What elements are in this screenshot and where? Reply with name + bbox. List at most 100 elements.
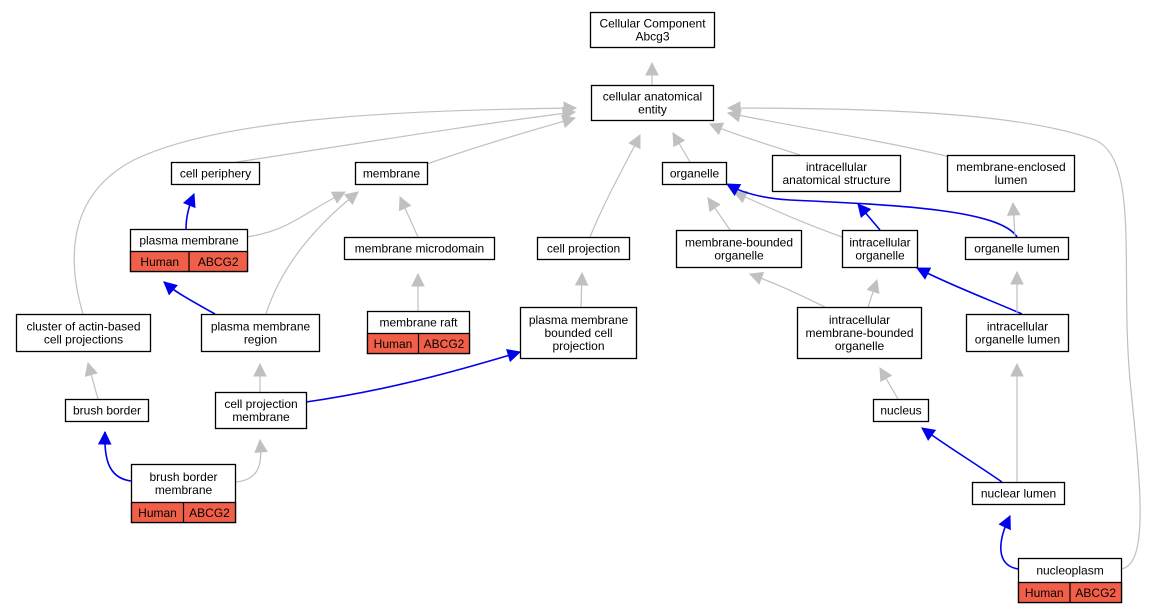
node-label: cell projection bbox=[547, 242, 620, 256]
node-box bbox=[170, 161, 261, 186]
edge-bbm-to-cpm bbox=[234, 438, 268, 483]
node-cellproj[interactable]: cell projection bbox=[536, 236, 631, 261]
node-label: Abcg3 bbox=[635, 30, 669, 44]
node-label: membrane raft bbox=[379, 316, 458, 330]
edge-cellproj-to-cae bbox=[589, 134, 641, 238]
node-box bbox=[964, 236, 1070, 261]
node-nucleus[interactable]: nucleus bbox=[872, 398, 930, 423]
edge-organelle-to-cae bbox=[672, 132, 691, 163]
annotation-species: Human bbox=[1025, 586, 1064, 600]
node-label: cluster of actin-based bbox=[26, 320, 140, 334]
node-label: membrane bbox=[232, 410, 290, 424]
node-box bbox=[589, 11, 716, 49]
node-box bbox=[214, 391, 308, 430]
edge-nuclumen-to-nucleus bbox=[921, 427, 1003, 483]
node-label: projection bbox=[552, 339, 604, 353]
node-label: plasma membrane bbox=[529, 313, 629, 327]
node-label: brush border bbox=[149, 470, 217, 484]
node-label: organelle bbox=[855, 249, 905, 263]
edge-imbo-to-membound bbox=[748, 271, 826, 308]
node-label: intracellular bbox=[806, 160, 867, 174]
node-label: intracellular bbox=[987, 320, 1048, 334]
edge-orglumen-to-memenclumen bbox=[1006, 201, 1021, 238]
node-label: cell projection bbox=[224, 397, 297, 411]
node-box bbox=[675, 229, 803, 269]
edge-nucleoplasm-to-nuclumen bbox=[998, 514, 1019, 570]
edge-plasmamem-to-membrane bbox=[246, 191, 346, 238]
node-box bbox=[872, 398, 930, 423]
edges-layer bbox=[73, 61, 1141, 570]
edge-intraorglumen-to-orglumen bbox=[1010, 270, 1024, 314]
edge-plasmamem-to-cellperiph bbox=[182, 192, 196, 230]
edge-memenclumen-to-cae bbox=[726, 108, 951, 158]
annotation-species: Human bbox=[138, 506, 177, 520]
node-orglumen[interactable]: organelle lumen bbox=[964, 236, 1070, 261]
edge-memmicro-to-membrane bbox=[398, 195, 419, 238]
edge-nucleus-to-imbo bbox=[879, 367, 899, 400]
annotation-gene: ABCG2 bbox=[424, 337, 465, 351]
node-box bbox=[64, 398, 150, 423]
edge-intraorg-to-organelle bbox=[732, 190, 843, 238]
edge-cellperiph-to-cae bbox=[236, 106, 577, 163]
node-label: membrane-bounded bbox=[805, 326, 913, 340]
node-brushborder[interactable]: brush border bbox=[64, 398, 150, 423]
node-organelle[interactable]: organelle bbox=[661, 161, 728, 186]
edge-orglumen-to-organelle bbox=[726, 183, 1018, 238]
node-label: cell periphery bbox=[180, 167, 251, 181]
edge-brushborder-to-actin bbox=[84, 361, 99, 400]
edge-cpm-to-pmbcp bbox=[305, 349, 522, 403]
annotation-gene: ABCG2 bbox=[189, 506, 230, 520]
node-label: lumen bbox=[995, 173, 1028, 187]
node-box bbox=[946, 154, 1076, 193]
edge-actin-to-cae bbox=[73, 101, 578, 315]
node-label: Cellular Component bbox=[599, 17, 706, 31]
annotation-species: Human bbox=[140, 255, 179, 269]
node-label: membrane bbox=[363, 167, 421, 181]
edge-intraorg-to-intraanat bbox=[857, 203, 881, 231]
edge-nucleoplasm-to-cae bbox=[726, 101, 1141, 570]
node-label: organelle bbox=[835, 339, 885, 353]
edge-nuclumen-to-intraorglumen bbox=[1010, 362, 1024, 482]
annotation-gene: ABCG2 bbox=[198, 255, 239, 269]
node-label: intracellular bbox=[829, 313, 890, 327]
node-box bbox=[661, 161, 728, 186]
node-nuclumen[interactable]: nuclear lumen bbox=[971, 481, 1066, 506]
edge-membound-to-organelle bbox=[707, 197, 731, 231]
node-label: anatomical structure bbox=[782, 173, 890, 187]
node-cellperiph[interactable]: cell periphery bbox=[170, 161, 261, 186]
node-memmicro[interactable]: membrane microdomain bbox=[343, 236, 496, 261]
node-box bbox=[590, 84, 715, 122]
node-label: bounded cell bbox=[544, 326, 612, 340]
node-box bbox=[771, 154, 902, 193]
node-label: cell projections bbox=[44, 333, 123, 347]
edge-pmregion-to-membrane bbox=[265, 191, 359, 315]
node-label: membrane-enclosed bbox=[956, 160, 1065, 174]
annotation-species: Human bbox=[374, 337, 413, 351]
node-box bbox=[796, 306, 923, 360]
node-box bbox=[15, 313, 152, 353]
node-label: nucleus bbox=[880, 404, 921, 418]
node-label: plasma membrane bbox=[211, 320, 311, 334]
node-box bbox=[841, 229, 919, 269]
node-membrane[interactable]: membrane bbox=[354, 161, 429, 186]
node-box bbox=[536, 236, 631, 261]
node-label: entity bbox=[638, 103, 667, 117]
